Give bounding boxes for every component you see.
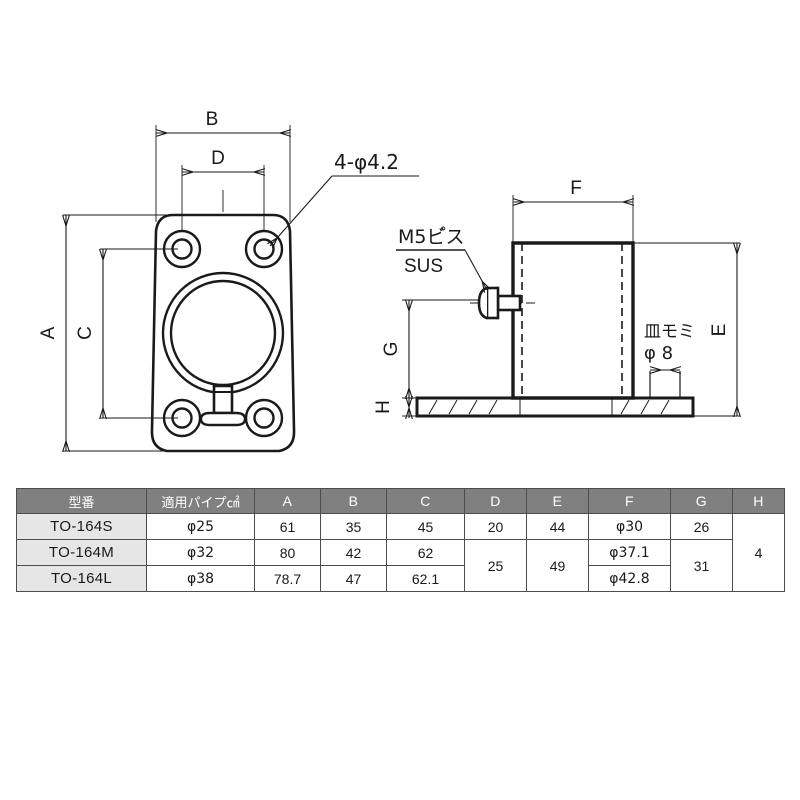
base-plate-hatch — [428, 399, 670, 415]
cell-a-m: 80 — [254, 539, 321, 566]
cell-a-s: 61 — [254, 513, 321, 540]
cell-model-s: TO-164S — [16, 513, 147, 540]
cell-pipe-l: φ38 — [146, 565, 255, 592]
screw-callout-line2: SUS — [404, 256, 443, 277]
bolt-hole-bottom-left — [162, 398, 202, 438]
spec-table-head: 型番 適用パイプ㎠ A B C D E F G H — [16, 488, 785, 514]
cell-a-l: 78.7 — [254, 565, 321, 592]
col-header-h: H — [732, 488, 785, 514]
technical-drawing: B D A — [38, 109, 800, 453]
table-row: TO-164M φ32 80 42 62 25 49 φ37.1 31 — [16, 539, 785, 592]
spec-table-header-row: 型番 適用パイプ㎠ A B C D E F G H — [16, 488, 785, 514]
cell-e-merged: 49 — [526, 539, 589, 592]
m5-set-screw — [470, 286, 535, 320]
col-header-g: G — [670, 488, 733, 514]
cell-d-s: 20 — [464, 513, 527, 540]
cell-c-s: 45 — [386, 513, 465, 540]
cell-e-s: 44 — [526, 513, 589, 540]
cell-c-l: 62.1 — [386, 565, 465, 592]
bolt-hole-bottom-right — [244, 398, 284, 438]
table-row: TO-164S φ25 61 35 45 20 44 φ30 26 4 — [16, 513, 785, 592]
col-header-f: F — [588, 488, 671, 514]
dimension-g-label: G — [381, 342, 402, 357]
bolt-hole-top-right — [244, 229, 284, 269]
col-header-b: B — [320, 488, 387, 514]
spec-table-body: TO-164S φ25 61 35 45 20 44 φ30 26 4 TO-1… — [16, 513, 785, 592]
col-header-pipe: 適用パイプ㎠ — [146, 488, 255, 514]
dimension-e-label: E — [709, 324, 730, 337]
cell-f-s: φ30 — [588, 513, 671, 540]
cell-g-s: 26 — [670, 513, 733, 540]
dimension-c: C — [75, 248, 178, 418]
spec-table-container: 型番 適用パイプ㎠ A B C D E F G H TO-164S φ25 61 — [16, 488, 785, 592]
screw-callout-line1: M5ビ゚ス — [398, 226, 464, 248]
dimension-c-label: C — [75, 326, 96, 340]
col-header-model: 型番 — [16, 488, 147, 514]
dimension-g: G — [381, 299, 480, 398]
dimension-b-label: B — [206, 109, 219, 130]
side-view: M5ビ゚ス SUS 皿モミ φ 8 — [373, 178, 740, 418]
col-header-c: C — [386, 488, 465, 514]
table-row: TO-164L φ38 78.7 47 62.1 φ42.8 — [16, 565, 785, 592]
dimension-a-label: A — [38, 326, 59, 339]
dimension-h: H — [373, 396, 418, 418]
cell-d-merged: 25 — [464, 539, 527, 592]
spec-table: 型番 適用パイプ㎠ A B C D E F G H TO-164S φ25 61 — [16, 488, 785, 592]
countersink-callout: 皿モミ φ 8 — [644, 322, 695, 399]
bolt-hole-group — [162, 229, 284, 438]
cell-h-merged: 4 — [732, 513, 785, 592]
dimension-e: E — [630, 242, 740, 416]
dimension-h-label: H — [373, 400, 394, 414]
dimension-a: A — [38, 214, 170, 451]
hole-callout-label: 4-φ4.2 — [334, 150, 399, 174]
cell-b-s: 35 — [320, 513, 387, 540]
screw-callout: M5ビ゚ス SUS — [396, 226, 487, 290]
cell-c-m: 62 — [386, 539, 465, 566]
top-view: B D A — [38, 109, 419, 453]
cell-f-l: φ42.8 — [588, 565, 671, 592]
side-base-plate — [415, 396, 695, 418]
drawing-area: B D A — [38, 109, 800, 453]
cell-b-l: 47 — [320, 565, 387, 592]
countersink-label-line2: φ 8 — [644, 343, 673, 364]
set-screw-top-view — [199, 384, 247, 427]
cell-model-m: TO-164M — [16, 539, 147, 566]
cell-pipe-s: φ25 — [146, 513, 255, 540]
tube-socket — [511, 241, 635, 400]
base-plate-ticks — [519, 398, 613, 416]
dimension-f: F — [512, 178, 633, 248]
col-header-d: D — [464, 488, 527, 514]
base-plate-outline — [150, 213, 296, 453]
hole-callout: 4-φ4.2 — [270, 150, 419, 246]
dimension-b: B — [155, 109, 290, 222]
cell-b-m: 42 — [320, 539, 387, 566]
dimension-d: D — [181, 148, 264, 232]
countersink-label-line1: 皿モミ — [644, 322, 695, 342]
col-header-a: A — [254, 488, 321, 514]
cell-f-m: φ37.1 — [588, 539, 671, 566]
dimension-f-label: F — [570, 178, 582, 199]
cell-model-l: TO-164L — [16, 565, 147, 592]
dimension-d-label: D — [211, 148, 225, 169]
cell-g-merged: 31 — [670, 539, 733, 592]
cell-pipe-m: φ32 — [146, 539, 255, 566]
col-header-e: E — [526, 488, 589, 514]
